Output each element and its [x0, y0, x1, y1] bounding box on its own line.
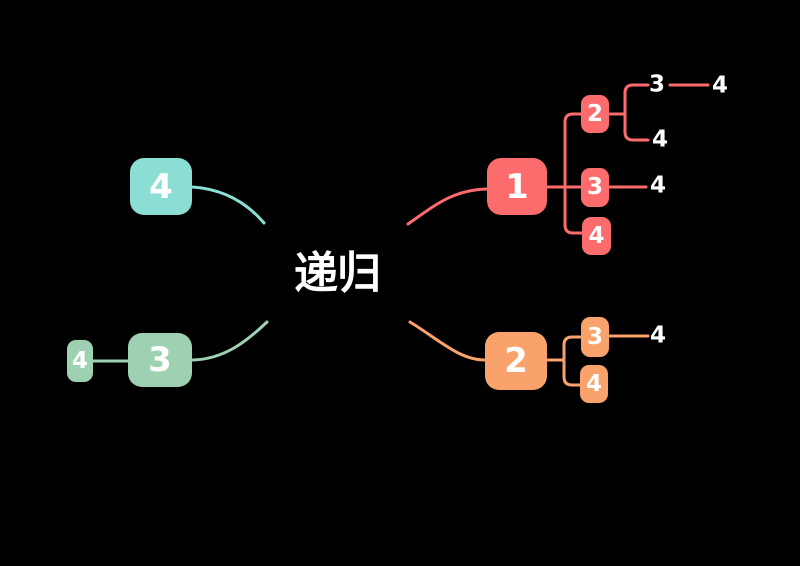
connector-root-to-1	[406, 187, 489, 226]
connector-1-to-2	[563, 112, 583, 189]
node-3-left-child-4[interactable]: 4	[67, 340, 93, 382]
leaf-node-1-2-3-4[interactable]: 4	[711, 72, 729, 99]
leaf-node-1-2-3[interactable]: 3	[648, 71, 666, 98]
node-2-child-3[interactable]: 3	[581, 317, 609, 357]
node-2[interactable]: 2	[485, 332, 547, 390]
connector-1-to-4	[563, 185, 584, 235]
node-1-child-4[interactable]: 4	[582, 217, 611, 255]
node-2-child-4[interactable]: 4	[580, 365, 608, 403]
node-1-child-3[interactable]: 3	[581, 168, 609, 207]
node-3-left[interactable]: 3	[128, 333, 192, 387]
connector-root-to-3-left	[191, 320, 269, 362]
connector-root-to-2	[408, 320, 487, 362]
connector-2-to-3	[562, 335, 582, 362]
leaf-node-2-3-4[interactable]: 4	[649, 322, 667, 349]
connector-2-to-4	[562, 358, 582, 387]
node-1-child-2[interactable]: 2	[581, 95, 609, 133]
node-1[interactable]: 1	[487, 158, 547, 215]
leaf-node-1-2-4[interactable]: 4	[651, 126, 669, 153]
connector-root-to-4-left	[190, 185, 266, 225]
root-node[interactable]: 递归	[294, 248, 381, 299]
node-4-left[interactable]: 4	[130, 158, 192, 215]
connector-1-2-to-4	[623, 112, 650, 142]
connector-1-2-to-3	[623, 83, 650, 116]
leaf-node-1-3-4[interactable]: 4	[649, 172, 667, 199]
